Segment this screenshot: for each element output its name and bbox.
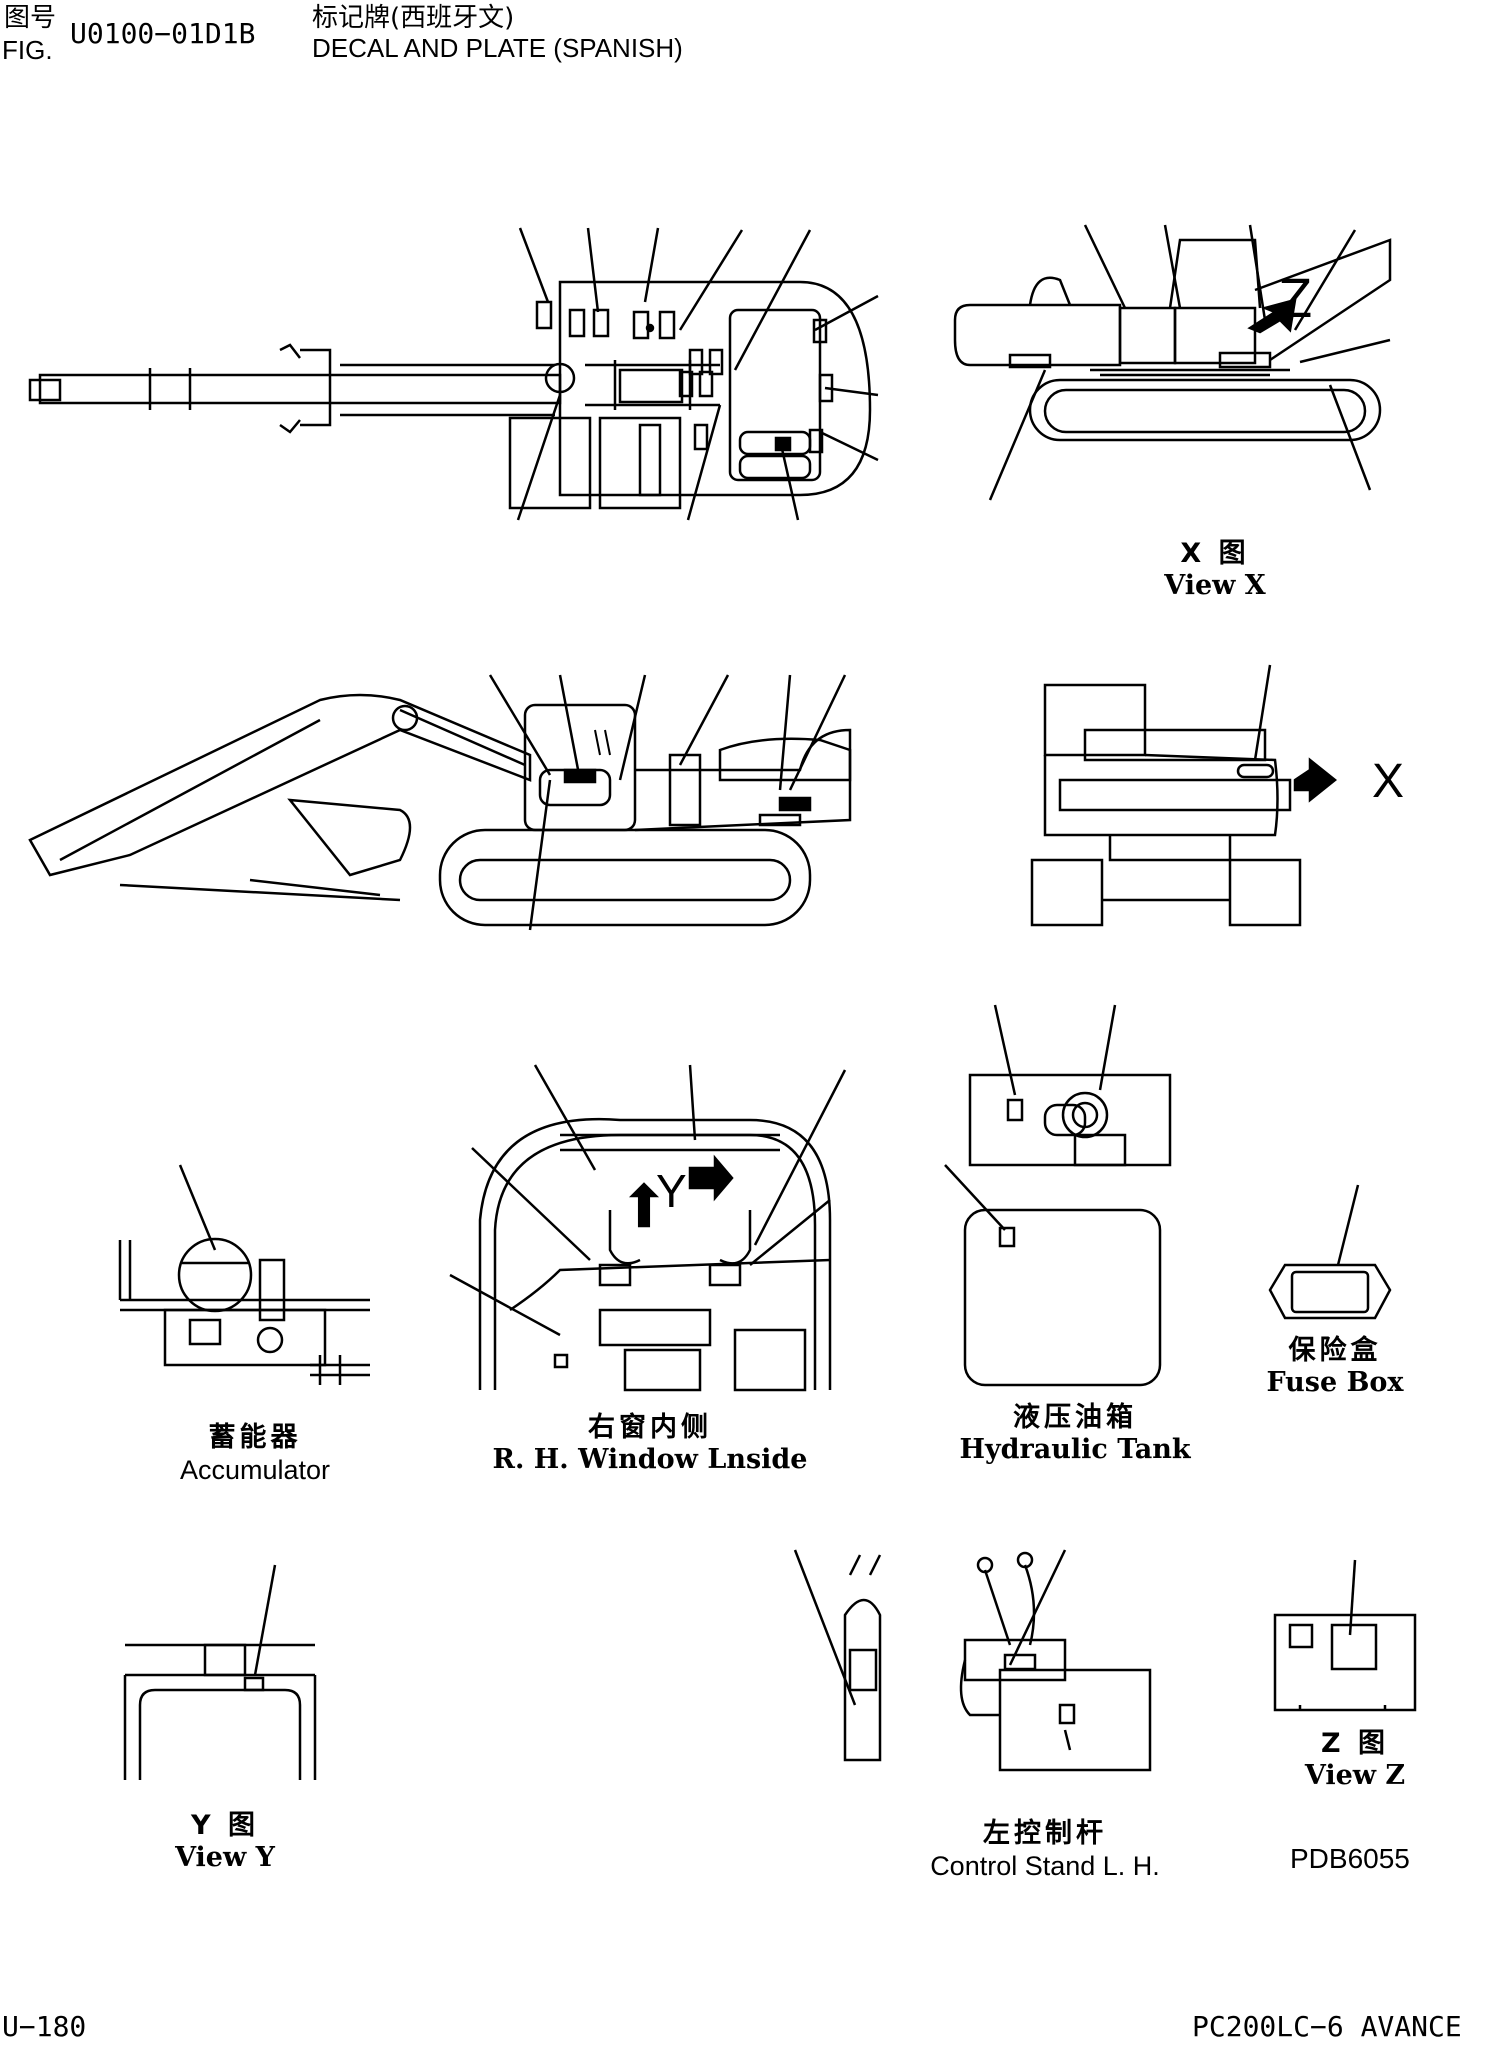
fig-number: U0100−01D1B [70, 17, 256, 50]
caption-view-z-zh: Z 图 [1321, 1728, 1389, 1759]
control-stand-diagram [790, 1545, 1170, 1765]
caption-hydraulic-tank-en: Hydraulic Tank [959, 1434, 1191, 1465]
caption-hydraulic-tank: 液压油箱 Hydraulic Tank [940, 1402, 1210, 1466]
caption-view-z-en: View Z [1304, 1760, 1406, 1791]
caption-control-stand-en: Control Stand L. H. [930, 1851, 1160, 1881]
drawing-code: PDB6055 [1290, 1843, 1410, 1874]
caption-window-en: R. H. Window Lnside [492, 1444, 808, 1475]
side-view-diagram [950, 220, 1400, 520]
window-diagram [450, 1060, 850, 1400]
page-number: U−180 [2, 2010, 87, 2043]
caption-hydraulic-tank-zh: 液压油箱 [1013, 1402, 1137, 1433]
caption-fuse-box-en: Fuse Box [1266, 1367, 1404, 1398]
caption-fuse-box-zh: 保险盒 [1288, 1335, 1382, 1366]
caption-accumulator-zh: 蓄能器 [208, 1422, 302, 1453]
fig-label-zh: 图号 [4, 3, 57, 33]
view-y-diagram [120, 1560, 320, 1780]
caption-control-stand: 左控制杆 Control Stand L. H. [900, 1818, 1190, 1882]
caption-view-x: X 图 View X [1120, 538, 1310, 602]
caption-view-x-zh: X 图 [1180, 538, 1250, 569]
view-z-diagram [1270, 1555, 1420, 1715]
title-en: DECAL AND PLATE (SPANISH) [312, 33, 683, 63]
accumulator-diagram [110, 1160, 390, 1390]
title-zh: 标记牌(西班牙文) [312, 3, 515, 33]
caption-view-y-en: View Y [175, 1842, 275, 1873]
top-view-diagram [0, 220, 900, 530]
fig-label-en: FIG. [2, 35, 53, 65]
caption-view-y: Y 图 View Y [150, 1810, 300, 1874]
rear-view-diagram [1030, 660, 1350, 930]
hydraulic-tank-diagram [940, 1000, 1180, 1400]
caption-view-z: Z 图 View Z [1280, 1728, 1430, 1792]
caption-window: 右窗内侧 R. H. Window Lnside [480, 1412, 820, 1476]
marker-z: Z [1278, 266, 1313, 329]
caption-view-y-zh: Y 图 [191, 1810, 259, 1841]
model-name: PC200LC−6 AVANCE [1192, 2010, 1462, 2043]
fuse-box-diagram [1260, 1180, 1400, 1330]
caption-fuse-box: 保险盒 Fuse Box [1260, 1335, 1410, 1399]
caption-control-stand-zh: 左控制杆 [983, 1818, 1107, 1849]
caption-view-x-en: View X [1164, 570, 1266, 601]
caption-accumulator-en: Accumulator [179, 1455, 331, 1485]
marker-x: X [1372, 755, 1405, 808]
side-elevation-diagram [20, 670, 870, 950]
caption-window-zh: 右窗内侧 [588, 1412, 712, 1443]
marker-y: Y [656, 1165, 687, 1217]
caption-accumulator: 蓄能器 Accumulator [150, 1422, 360, 1486]
